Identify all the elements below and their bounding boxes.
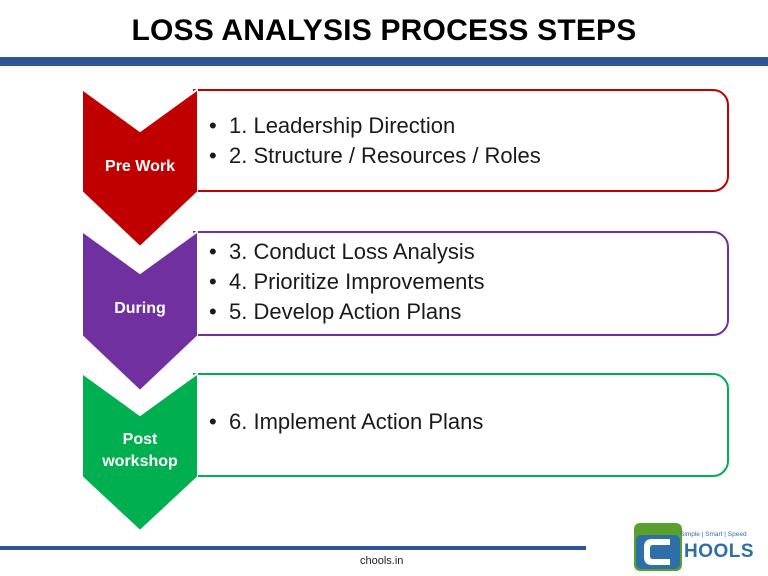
logo-tagline: Simple | Smart | Speed (680, 531, 747, 538)
step-items-post-workshop: •6. Implement Action Plans (209, 407, 483, 437)
list-item: •2. Structure / Resources / Roles (209, 141, 541, 171)
list-item: •3. Conduct Loss Analysis (209, 237, 485, 267)
logo-wordmark: HOOLS (684, 541, 755, 562)
bullet-icon: • (209, 299, 217, 324)
step-items-during: •3. Conduct Loss Analysis •4. Prioritize… (209, 237, 485, 327)
chevron-post-workshop: Post workshop (82, 373, 198, 531)
list-item: •5. Develop Action Plans (209, 297, 485, 327)
step-label-line: Post (122, 431, 158, 448)
step-items-pre-work: •1. Leadership Direction •2. Structure /… (209, 111, 541, 171)
step-label-post-workshop: Post workshop (82, 429, 198, 473)
chevron-during: During (82, 231, 198, 391)
list-item: •4. Prioritize Improvements (209, 267, 485, 297)
bullet-icon: • (209, 269, 217, 294)
step-label-during: During (114, 300, 166, 317)
bullet-icon: • (209, 239, 217, 264)
bullet-icon: • (209, 143, 217, 168)
chools-c-icon (634, 523, 682, 571)
footer-divider (0, 546, 586, 550)
bullet-icon: • (209, 409, 217, 434)
chools-logo: Simple | Smart | Speed HOOLS (634, 523, 754, 571)
step-box-during: •3. Conduct Loss Analysis •4. Prioritize… (193, 231, 729, 336)
chevron-shape (82, 89, 198, 247)
list-item: •1. Leadership Direction (209, 111, 541, 141)
page-title: LOSS ANALYSIS PROCESS STEPS (131, 14, 637, 47)
chevron-shape (82, 373, 198, 531)
title-underline-bar (0, 57, 768, 66)
step-box-pre-work: •1. Leadership Direction •2. Structure /… (193, 89, 729, 192)
bullet-icon: • (209, 113, 217, 138)
footer-site-text: chools.in (360, 555, 404, 567)
step-box-post-workshop: •6. Implement Action Plans (193, 373, 729, 477)
chevron-pre-work: Pre Work (82, 89, 198, 247)
step-label-pre-work: Pre Work (105, 158, 175, 175)
list-item: •6. Implement Action Plans (209, 407, 483, 437)
chevron-shape (82, 231, 198, 391)
step-label-line: workshop (102, 453, 178, 470)
